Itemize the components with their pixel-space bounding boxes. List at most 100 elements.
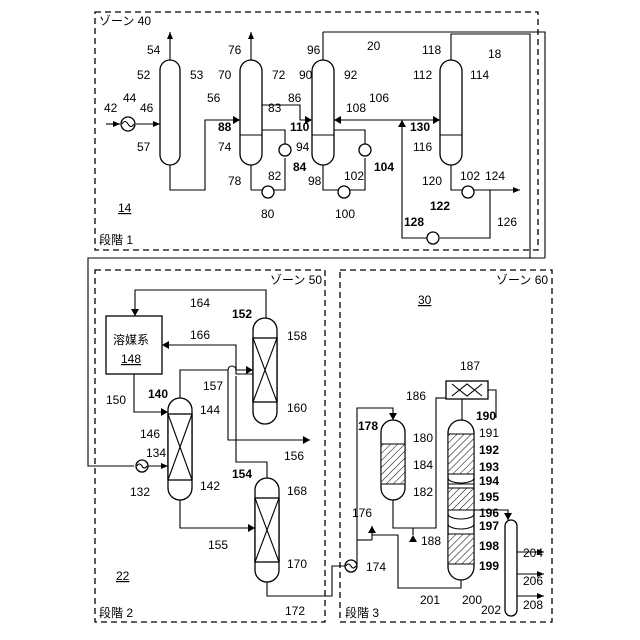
- label-90: 90: [299, 68, 313, 82]
- label-168: 168: [287, 484, 307, 498]
- label-180: 180: [413, 431, 433, 445]
- arrow-128: [398, 120, 406, 127]
- reboiler-104-icon: [359, 144, 371, 156]
- label-184: 184: [413, 458, 433, 472]
- label-72: 72: [272, 68, 286, 82]
- label-174: 174: [366, 560, 386, 574]
- vessel-178-bed: [381, 444, 405, 484]
- label-84: 84: [293, 160, 307, 174]
- label-199: 199: [479, 559, 499, 573]
- label-74: 74: [218, 140, 232, 154]
- bottoms-98: [323, 165, 338, 190]
- label-154: 154: [232, 467, 252, 481]
- label-164: 164: [190, 296, 210, 310]
- label-193: 193: [479, 460, 499, 474]
- label-110: 110: [290, 120, 310, 134]
- column-190-bed-1: [448, 434, 474, 474]
- label-57: 57: [137, 140, 151, 154]
- pump-80-icon: [262, 186, 274, 198]
- zone-40-label: ゾーン 40: [99, 14, 151, 28]
- label-194: 194: [479, 474, 499, 488]
- label-134: 134: [146, 446, 166, 460]
- label-188: 188: [421, 534, 441, 548]
- arrow-178: [389, 413, 397, 420]
- label-195: 195: [479, 490, 499, 504]
- label-80: 80: [261, 207, 275, 221]
- label-172: 172: [285, 604, 305, 618]
- label-156: 156: [284, 449, 304, 463]
- label-200: 200: [462, 593, 482, 607]
- section-ref-30: 30: [418, 293, 432, 307]
- label-120: 120: [422, 174, 442, 188]
- arrow-155: [248, 524, 255, 532]
- label-158: 158: [287, 329, 307, 343]
- label-54: 54: [147, 43, 161, 57]
- label-130: 130: [410, 120, 430, 134]
- label-206: 206: [523, 574, 543, 588]
- label-52: 52: [137, 68, 151, 82]
- label-166: 166: [190, 328, 210, 342]
- label-104: 104: [374, 160, 394, 174]
- label-146: 146: [140, 427, 160, 441]
- label-82: 82: [268, 169, 282, 183]
- arrow-150: [161, 408, 168, 416]
- label-202: 202: [481, 603, 501, 617]
- label-70: 70: [218, 68, 232, 82]
- label-46: 46: [140, 101, 154, 115]
- label-112: 112: [413, 68, 432, 82]
- column-202: [505, 520, 517, 616]
- label-42: 42: [104, 101, 118, 115]
- label-201: 201: [420, 593, 440, 607]
- label-94: 94: [296, 140, 310, 154]
- label-78: 78: [228, 174, 242, 188]
- zone-50-label: ゾーン 50: [270, 273, 322, 287]
- label-98: 98: [308, 174, 322, 188]
- label-191: 191: [479, 426, 499, 440]
- label-170: 170: [287, 557, 307, 571]
- label-208: 208: [523, 598, 543, 612]
- label-155: 155: [208, 538, 228, 552]
- solvent-system-label: 溶媒系: [113, 332, 149, 347]
- label-152: 152: [232, 307, 252, 321]
- column-190-bed-2: [448, 488, 474, 510]
- line-157-crossover: [228, 366, 236, 370]
- reboiler-84-return: [262, 130, 285, 144]
- column-190-bed-3: [448, 534, 474, 564]
- label-44: 44: [123, 91, 137, 105]
- label-76: 76: [228, 43, 242, 57]
- label-20: 20: [367, 39, 381, 53]
- column-112: [440, 60, 462, 165]
- label-102a: 102: [344, 169, 364, 183]
- label-186: 186: [406, 389, 426, 403]
- label-140: 140: [148, 387, 168, 401]
- label-150: 150: [106, 393, 126, 407]
- label-18: 18: [488, 47, 502, 61]
- arrow-157: [246, 366, 253, 374]
- reboiler-104-return: [334, 130, 365, 144]
- label-56: 56: [207, 91, 221, 105]
- arrow-202-in: [504, 513, 512, 520]
- label-157: 157: [203, 379, 223, 393]
- section-ref-14: 14: [118, 201, 132, 215]
- label-192: 192: [479, 443, 499, 457]
- label-196: 196: [479, 506, 499, 520]
- label-100: 100: [335, 207, 355, 221]
- arrow-164: [131, 309, 139, 316]
- label-124: 124: [485, 169, 505, 183]
- reboiler-84-icon: [279, 144, 291, 156]
- zone-60-label: ゾーン 60: [496, 273, 548, 287]
- label-204: 204: [523, 546, 543, 560]
- label-144: 144: [200, 403, 220, 417]
- label-83: 83: [268, 101, 282, 115]
- stage-2-label: 段階 2: [99, 605, 133, 620]
- arrow-156: [303, 436, 310, 444]
- arrow-106: [433, 116, 440, 124]
- label-187: 187: [460, 359, 480, 373]
- label-182: 182: [413, 485, 433, 499]
- section-ref-22: 22: [116, 569, 130, 583]
- label-118: 118: [422, 43, 441, 57]
- label-92: 92: [344, 68, 358, 82]
- label-176: 176: [352, 506, 372, 520]
- label-88: 88: [218, 120, 232, 134]
- label-116: 116: [413, 140, 432, 154]
